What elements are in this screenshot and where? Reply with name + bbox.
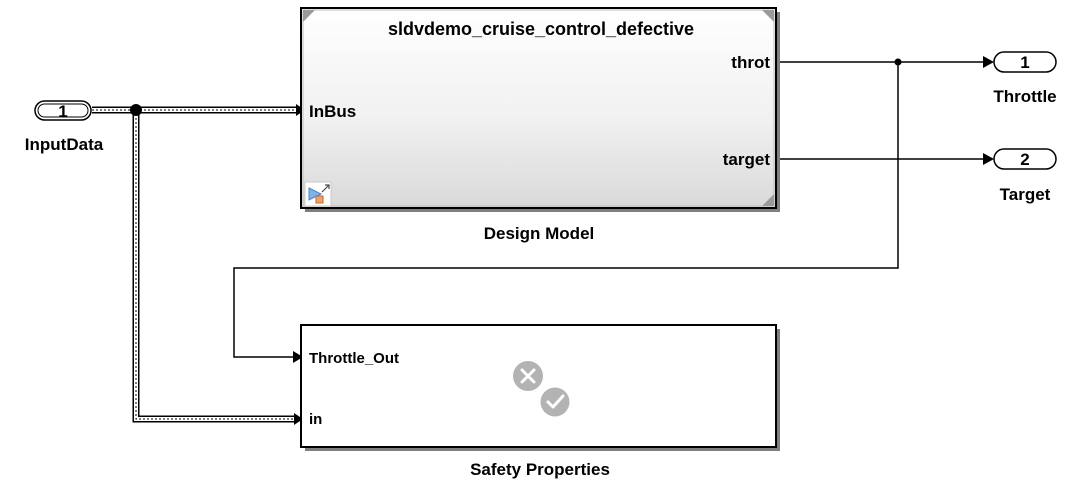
- model-reference-icon: [304, 181, 332, 207]
- signal-line-throt-to-throttle[interactable]: [780, 56, 994, 68]
- design-model-block[interactable]: [300, 7, 780, 212]
- referenced-model-name: sldvdemo_cruise_control_defective: [388, 19, 694, 39]
- safety-port-in: in: [309, 411, 322, 428]
- design-port-target: target: [723, 150, 771, 169]
- design-port-throt: throt: [731, 53, 770, 72]
- inport-number: 1: [58, 102, 67, 121]
- outport-number: 1: [1020, 53, 1029, 72]
- inport-label: InputData: [25, 135, 104, 154]
- verification-status-icon: [513, 361, 571, 418]
- safety-properties-block[interactable]: [300, 324, 780, 451]
- outport-target[interactable]: 2: [993, 148, 1057, 170]
- bus-branch-point: [130, 104, 142, 116]
- safety-block-name: Safety Properties: [470, 460, 610, 479]
- outport-label-throttle: Throttle: [993, 87, 1056, 106]
- inport-inputdata[interactable]: 1: [34, 100, 92, 121]
- safety-port-throttle-out: Throttle_Out: [309, 350, 399, 367]
- bus-line-inputdata-to-inbus[interactable]: [92, 104, 305, 116]
- design-port-inbus: InBus: [309, 102, 356, 121]
- signal-branch-point: [894, 58, 902, 66]
- outport-label-target: Target: [1000, 185, 1051, 204]
- signal-line-target-to-target[interactable]: [780, 153, 994, 165]
- outport-number: 2: [1020, 150, 1029, 169]
- bus-line-branch-to-safety-in[interactable]: [132, 110, 303, 425]
- signal-line-throt-to-throttle-out[interactable]: [233, 62, 899, 363]
- design-block-name: Design Model: [484, 224, 595, 243]
- outport-throttle[interactable]: 1: [993, 51, 1057, 73]
